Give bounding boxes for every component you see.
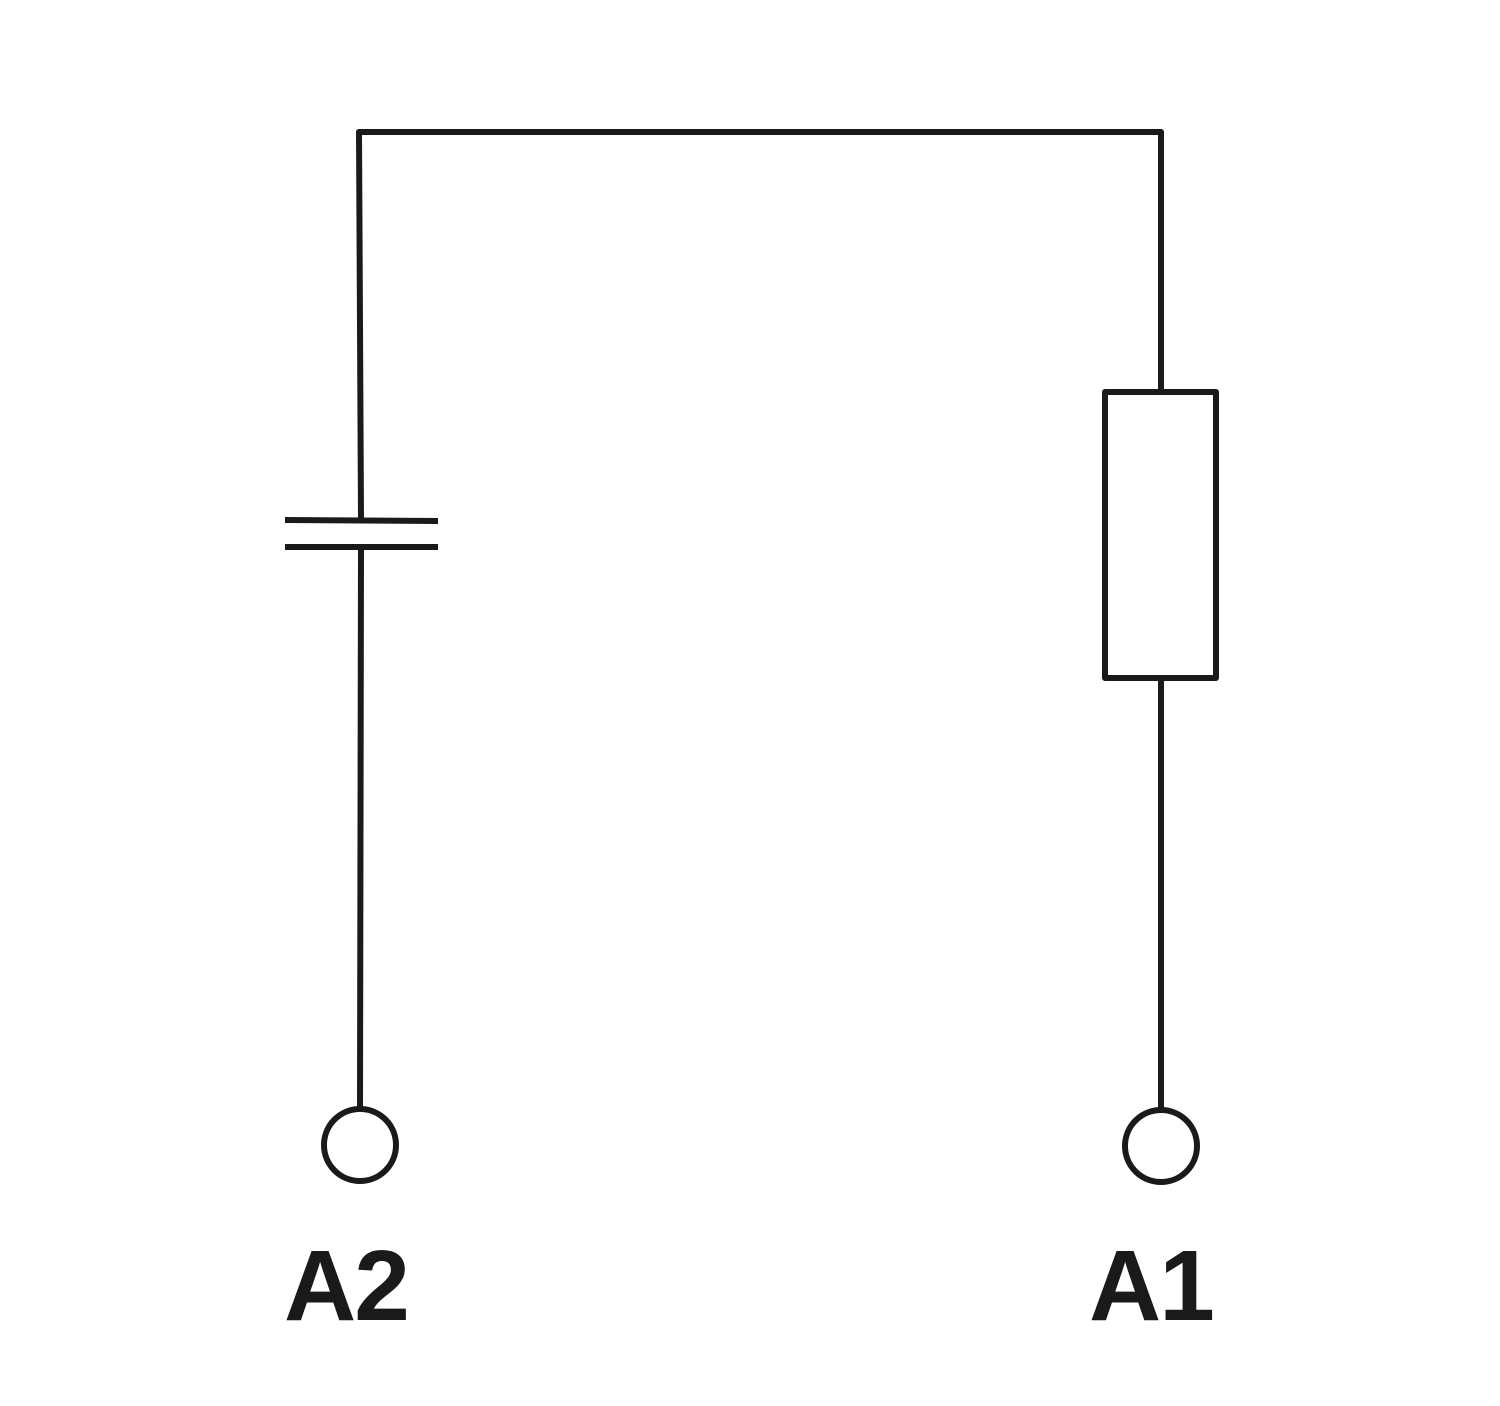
left-wire [357, 544, 364, 1111]
terminal-a1-circle [1122, 1107, 1200, 1185]
capacitor-plate-top [284, 517, 439, 524]
capacitor-symbol [284, 517, 439, 550]
top-wire [356, 129, 1164, 523]
terminal-a2-label: A2 [284, 1230, 410, 1342]
terminal-a2-circle [321, 1106, 399, 1184]
resistor-symbol [1102, 389, 1219, 681]
terminal-a1-label: A1 [1089, 1230, 1215, 1342]
